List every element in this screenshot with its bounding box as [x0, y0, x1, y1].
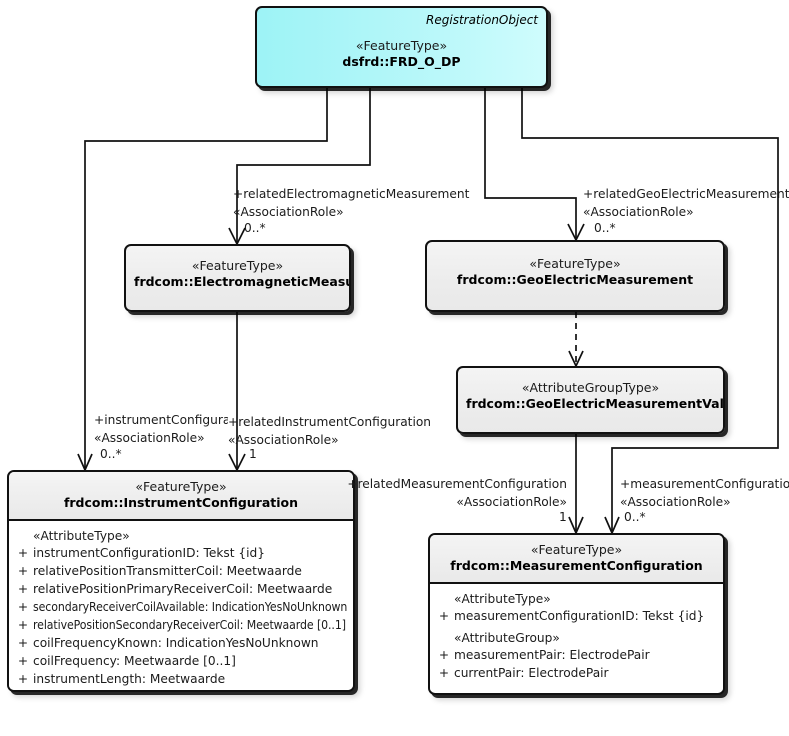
attribute-visibility: +: [17, 581, 29, 596]
class-stereotype: «FeatureType»: [529, 256, 621, 271]
class-name: frdcom::GeoElectricMeasurement: [456, 272, 694, 287]
attribute-visibility: +: [17, 563, 29, 578]
association-stereotype: «AssociationRole»: [94, 430, 205, 445]
attribute-row: + instrumentLength: Meetwaarde: [13, 671, 349, 689]
association-role-name: +relatedMeasurementConfiguration: [347, 477, 567, 491]
attribute-group-label: «AttributeGroup»: [454, 630, 560, 645]
class-attributes-measurement-configuration: «AttributeType» + measurementConfigurati…: [430, 584, 723, 691]
attribute-text: secondaryReceiverCoilAvailable: Indicati…: [33, 599, 348, 614]
edge-multiplicity-instrument-configuration: 0..*: [100, 447, 122, 461]
class-box-registration-object[interactable]: RegistrationObject «FeatureType» dsfrd::…: [255, 6, 548, 88]
edge-multiplicity-measurement-configuration: 0..*: [624, 510, 646, 524]
association-role-name: +relatedGeoElectricMeasurement: [583, 187, 789, 201]
attribute-row: + measurementConfigurationID: Tekst {id}: [434, 608, 719, 626]
attribute-visibility: +: [17, 671, 29, 686]
class-name: dsfrd::FRD_O_DP: [342, 54, 461, 69]
attribute-visibility: +: [17, 653, 29, 668]
class-name: frdcom::ElectromagneticMeasurement: [134, 274, 349, 289]
association-stereotype: «AssociationRole»: [233, 204, 344, 219]
edge-label-related-electromagnetic-measurement: +relatedElectromagneticMeasurement «Asso…: [233, 186, 469, 222]
class-box-geoelectric-measurement-value[interactable]: «AttributeGroupType» frdcom::GeoElectric…: [456, 366, 725, 434]
attribute-visibility: +: [17, 546, 29, 560]
association-stereotype: «AssociationRole»: [228, 432, 339, 447]
attribute-text: instrumentConfigurationID: Tekst {id}: [33, 546, 266, 560]
edge-label-related-measurement-configuration: +relatedMeasurementConfiguration «Associ…: [310, 476, 567, 512]
association-role-name: +relatedInstrumentConfiguration: [228, 415, 432, 429]
attribute-text: relativePositionTransmitterCoil: Meetwaa…: [33, 563, 302, 578]
association-role-name: +relatedElectromagneticMeasurement: [233, 187, 470, 201]
association-stereotype: «AssociationRole»: [620, 494, 731, 509]
edge-multiplicity-related-measurement-configuration: 1: [559, 510, 567, 524]
class-stereotype: «AttributeGroupType»: [521, 380, 660, 395]
attribute-text: instrumentLength: Meetwaarde: [33, 671, 226, 686]
attribute-row: + measurementPair: ElectrodePair: [434, 647, 719, 665]
attribute-text: relativePositionSecondaryReceiverCoil: M…: [33, 617, 346, 632]
attribute-text: measurementPair: ElectrodePair: [454, 647, 650, 662]
association-stereotype: «AssociationRole»: [456, 494, 567, 509]
class-name: frdcom::MeasurementConfiguration: [450, 558, 703, 573]
edge-label-measurement-configuration: +measurementConfiguration «AssociationRo…: [620, 476, 789, 512]
attribute-text: measurementConfigurationID: Tekst {id}: [454, 609, 705, 623]
class-stereotype: «FeatureType»: [135, 479, 227, 494]
attribute-visibility: +: [438, 609, 450, 623]
association-stereotype: «AssociationRole»: [583, 204, 694, 219]
attribute-row: + coilFrequencyKnown: IndicationYesNoUnk…: [13, 635, 349, 653]
edge-label-related-geoelectric-measurement: +relatedGeoElectricMeasurement «Associat…: [583, 186, 789, 222]
attribute-text: relativePositionPrimaryReceiverCoil: Mee…: [33, 581, 333, 596]
attribute-visibility: +: [17, 617, 29, 632]
attribute-row: + relativePositionPrimaryReceiverCoil: M…: [13, 581, 349, 599]
attribute-visibility: +: [17, 635, 29, 650]
edge-multiplicity-related-instrument-configuration: 1: [249, 447, 257, 461]
class-header-instrument-configuration: «FeatureType» frdcom::InstrumentConfigur…: [9, 472, 353, 521]
class-attributes-instrument-configuration: «AttributeType» + instrumentConfiguratio…: [9, 521, 353, 690]
class-stereotype: «FeatureType»: [191, 258, 284, 273]
attribute-text: coilFrequencyKnown: IndicationYesNoUnkno…: [33, 635, 319, 650]
attribute-row: + relativePositionTransmitterCoil: Meetw…: [13, 563, 349, 581]
class-corner-label: RegistrationObject: [426, 13, 538, 27]
class-stereotype: «FeatureType»: [355, 38, 448, 53]
class-stereotype: «FeatureType»: [530, 542, 623, 557]
class-header-measurement-configuration: «FeatureType» frdcom::MeasurementConfigu…: [430, 535, 723, 584]
attribute-visibility: +: [17, 599, 29, 614]
class-header-registration-object: «FeatureType» dsfrd::FRD_O_DP: [257, 8, 546, 78]
attribute-text: coilFrequency: Meetwaarde [0..1]: [33, 653, 236, 668]
attribute-row: + currentPair: ElectrodePair: [434, 665, 719, 683]
attribute-group-label: «AttributeType»: [33, 529, 130, 543]
class-box-geoelectric-measurement[interactable]: «FeatureType» frdcom::GeoElectricMeasure…: [425, 240, 725, 312]
attribute-row: + relativePositionSecondaryReceiverCoil:…: [13, 617, 349, 635]
class-box-electromagnetic-measurement[interactable]: «FeatureType» frdcom::ElectromagneticMea…: [124, 244, 351, 312]
attribute-visibility: +: [438, 647, 450, 662]
edge-label-instrument-configuration: +instrumentConfiguratio «AssociationRole…: [94, 412, 228, 448]
attribute-row: + secondaryReceiverCoilAvailable: Indica…: [13, 599, 349, 617]
class-name: frdcom::InstrumentConfiguration: [63, 495, 299, 510]
class-box-instrument-configuration[interactable]: «FeatureType» frdcom::InstrumentConfigur…: [7, 470, 355, 692]
class-box-measurement-configuration[interactable]: «FeatureType» frdcom::MeasurementConfigu…: [428, 533, 725, 695]
attribute-text: currentPair: ElectrodePair: [454, 665, 609, 680]
class-header-electromagnetic-measurement: «FeatureType» frdcom::ElectromagneticMea…: [126, 246, 349, 298]
class-name: frdcom::GeoElectricMeasurementValue: [466, 396, 725, 411]
association-role-name: +measurementConfiguration: [620, 477, 789, 491]
attribute-row: + coilFrequency: Meetwaarde [0..1]: [13, 653, 349, 671]
association-role-name: +instrumentConfiguratio: [94, 413, 228, 427]
class-header-geoelectric-measurement: «FeatureType» frdcom::GeoElectricMeasure…: [427, 242, 723, 296]
class-header-geoelectric-measurement-value: «AttributeGroupType» frdcom::GeoElectric…: [458, 368, 723, 420]
attribute-row: + instrumentConfigurationID: Tekst {id}: [13, 545, 349, 563]
attribute-visibility: +: [438, 665, 450, 680]
edge-multiplicity-related-electromagnetic-measurement: 0..*: [244, 221, 266, 235]
edge-multiplicity-related-geoelectric-measurement: 0..*: [594, 221, 616, 235]
edge-frd-to-geoelectricmeasurement: [484, 88, 577, 238]
edge-label-related-instrument-configuration: +relatedInstrumentConfiguration «Associa…: [228, 414, 431, 450]
attribute-group-label: «AttributeType»: [454, 592, 551, 606]
